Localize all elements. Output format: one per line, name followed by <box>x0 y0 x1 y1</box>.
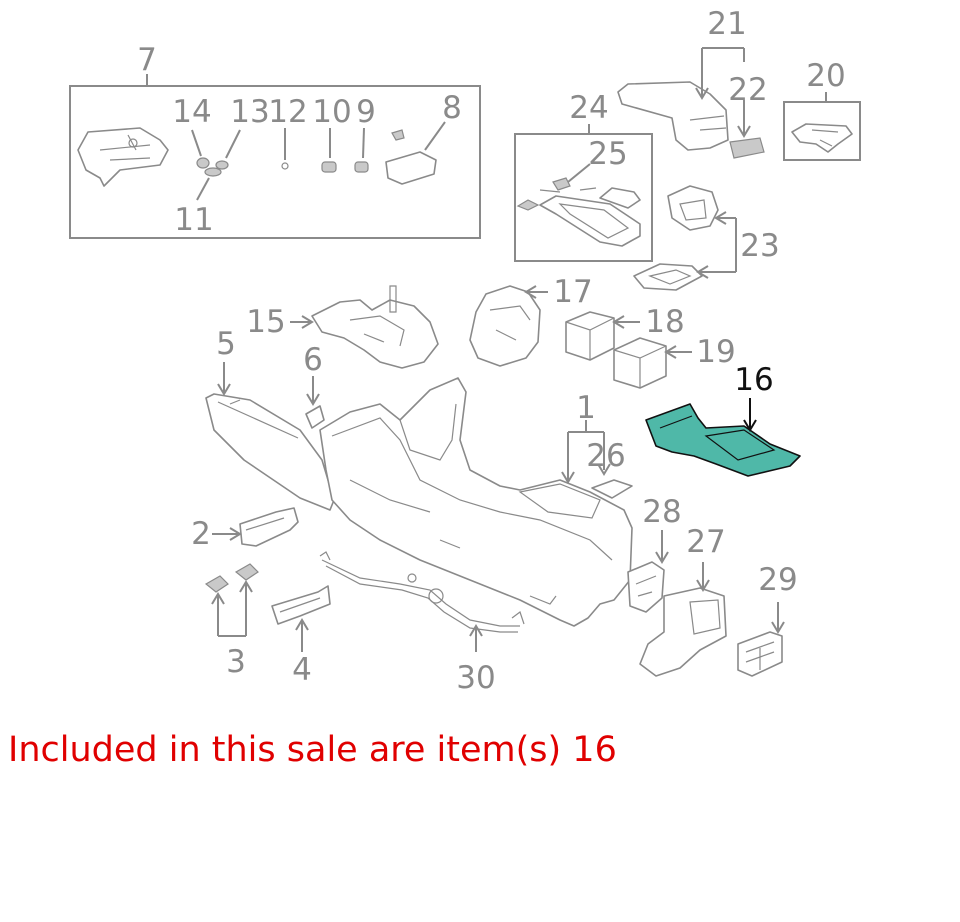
callout-9: 9 <box>356 94 376 130</box>
callout-8: 8 <box>442 90 462 126</box>
group-21-22 <box>617 47 765 159</box>
callout-1: 1 <box>576 390 596 426</box>
part-7-housing <box>77 127 169 187</box>
part-11-clip <box>204 167 222 177</box>
group-24 <box>514 124 653 262</box>
part-26-switch <box>591 479 633 499</box>
part-20-bracket <box>791 123 853 153</box>
group-30 <box>319 551 525 652</box>
part-17-bracket <box>469 285 541 367</box>
callout-25: 25 <box>588 136 627 172</box>
part-16-tray-shape <box>645 403 801 477</box>
group-1 <box>319 377 633 627</box>
callout-2: 2 <box>191 516 211 552</box>
part-16-tray <box>645 398 801 477</box>
callout-26: 26 <box>586 438 625 474</box>
part-3-clip-a <box>204 575 229 593</box>
callout-30: 30 <box>456 660 495 696</box>
part-1-console <box>319 377 633 627</box>
callout-28: 28 <box>642 494 681 530</box>
part-30-harness <box>321 559 520 627</box>
group-24-frame <box>514 133 653 262</box>
part-23-upper <box>667 185 719 231</box>
callout-11: 11 <box>174 202 213 238</box>
callout-10: 10 <box>312 94 351 130</box>
callout-4: 4 <box>292 652 312 688</box>
group-15 <box>290 285 439 369</box>
sale-note: Included in this sale are item(s) 16 <box>8 730 617 770</box>
callout-14: 14 <box>172 94 211 130</box>
callout-23: 23 <box>740 228 779 264</box>
part-14-clip <box>196 157 210 169</box>
part-8-trim <box>385 151 437 185</box>
part-3-clip-b <box>234 563 259 581</box>
part-6-trim <box>305 405 325 429</box>
part-2-bracket <box>239 507 299 547</box>
callout-5: 5 <box>216 326 236 362</box>
part-13-clip <box>215 160 229 170</box>
part-28-bracket <box>627 561 665 613</box>
callout-18: 18 <box>645 304 684 340</box>
callout-numbers: 7 14 13 12 10 9 8 11 21 22 20 24 25 23 1… <box>137 6 846 696</box>
callout-21: 21 <box>707 6 746 42</box>
callout-24: 24 <box>569 90 608 126</box>
part-12-screw <box>281 162 289 170</box>
part-15-shifter-housing <box>311 299 439 369</box>
callout-15: 15 <box>246 304 285 340</box>
part-21-armrest <box>617 81 729 151</box>
callout-20: 20 <box>806 58 845 94</box>
callout-29: 29 <box>758 562 797 598</box>
callout-19: 19 <box>696 334 735 370</box>
part-23-lower <box>633 263 703 291</box>
part-27-trim-panel <box>639 587 727 677</box>
group-5-6 <box>205 362 335 511</box>
callout-3: 3 <box>226 644 246 680</box>
part-9-button <box>354 161 369 173</box>
part-10-button <box>321 161 337 173</box>
group-2-4 <box>204 507 331 652</box>
callout-16: 16 <box>734 362 773 398</box>
group-20 <box>783 92 861 161</box>
callout-12: 12 <box>268 94 307 130</box>
callout-7: 7 <box>137 42 157 78</box>
callout-6: 6 <box>303 342 323 378</box>
group-27-29 <box>627 530 785 677</box>
part-25-latch <box>552 177 571 191</box>
callout-22: 22 <box>728 72 767 108</box>
group-7 <box>69 74 481 239</box>
callout-27: 27 <box>686 524 725 560</box>
group-17-19 <box>469 285 692 389</box>
group-7-frame <box>69 85 481 239</box>
part-22-hinge <box>729 137 765 159</box>
group-23 <box>633 185 737 291</box>
callout-17: 17 <box>553 274 592 310</box>
group-20-frame <box>783 101 861 161</box>
callout-13: 13 <box>230 94 269 130</box>
